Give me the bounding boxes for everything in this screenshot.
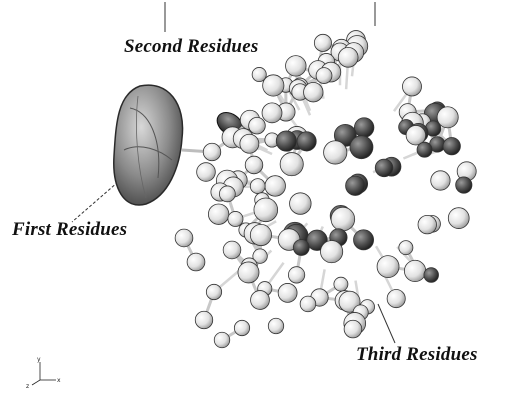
atom-sphere <box>234 320 249 335</box>
atom-sphere <box>331 207 355 231</box>
atom-sphere <box>206 284 221 299</box>
axis-label-x: x <box>57 377 61 384</box>
atom-sphere <box>324 141 347 164</box>
atom-sphere <box>262 103 282 123</box>
atom-sphere <box>316 68 332 84</box>
atom-sphere <box>344 320 362 338</box>
atom-sphere <box>208 204 228 224</box>
atom-sphere-dark <box>375 159 393 177</box>
atom-sphere <box>278 283 297 302</box>
atom-sphere <box>250 224 271 245</box>
label-second-residues: Second Residues <box>124 36 258 58</box>
atom-sphere <box>263 75 284 96</box>
atom-sphere <box>321 241 343 263</box>
atom-sphere-dark <box>443 137 460 154</box>
atom-sphere <box>300 296 316 312</box>
atom-sphere <box>228 211 243 226</box>
atom-sphere-dark <box>424 268 439 283</box>
first-residue-blob <box>114 85 183 205</box>
atom-sphere <box>288 267 304 283</box>
atom-sphere-dark <box>456 177 472 193</box>
atom-sphere <box>280 153 303 176</box>
atom-spheres <box>175 31 476 348</box>
atom-sphere-dark <box>276 131 296 151</box>
atom-sphere <box>223 241 241 259</box>
atom-sphere-dark <box>417 142 432 157</box>
atom-sphere-dark <box>354 118 374 138</box>
atom-sphere <box>265 176 286 197</box>
axis-triad-icon: y x z <box>26 356 61 389</box>
atom-sphere <box>240 134 259 153</box>
atom-sphere <box>203 143 221 161</box>
label-third-residues: Third Residues <box>356 344 478 366</box>
atom-sphere <box>175 229 193 247</box>
atom-sphere <box>197 163 216 182</box>
atom-sphere <box>268 318 283 333</box>
atom-sphere <box>377 256 399 278</box>
atom-sphere <box>251 291 270 310</box>
atom-sphere <box>245 156 263 174</box>
atom-sphere <box>402 77 421 96</box>
atom-sphere <box>431 171 450 190</box>
atom-sphere <box>286 56 307 77</box>
atom-sphere <box>387 290 405 308</box>
atom-sphere-dark <box>346 176 365 195</box>
label-first-residues: First Residues <box>12 219 127 241</box>
atom-sphere <box>418 215 436 233</box>
atom-sphere <box>219 186 235 202</box>
leader-line-first <box>72 182 118 222</box>
atom-sphere <box>254 198 278 222</box>
atom-sphere <box>334 277 348 291</box>
atom-sphere <box>404 260 425 281</box>
atom-sphere-dark <box>350 136 373 159</box>
atom-sphere <box>399 241 413 255</box>
atom-sphere <box>195 311 212 328</box>
atom-sphere <box>338 47 358 67</box>
atom-sphere <box>187 253 205 271</box>
atom-sphere-dark <box>293 239 309 255</box>
axis-label-y: y <box>37 356 41 363</box>
atom-sphere <box>250 179 265 194</box>
atom-sphere <box>304 82 323 101</box>
atom-sphere <box>437 107 458 128</box>
atom-sphere <box>214 332 230 348</box>
leader-line-third <box>378 304 395 343</box>
atom-sphere <box>290 193 312 215</box>
atom-sphere-dark <box>354 230 374 250</box>
atom-sphere <box>314 34 331 51</box>
atom-sphere <box>249 117 266 134</box>
axis-label-z: z <box>26 383 29 389</box>
atom-sphere <box>448 208 469 229</box>
atom-sphere <box>238 262 259 283</box>
atom-sphere-dark <box>297 132 316 151</box>
